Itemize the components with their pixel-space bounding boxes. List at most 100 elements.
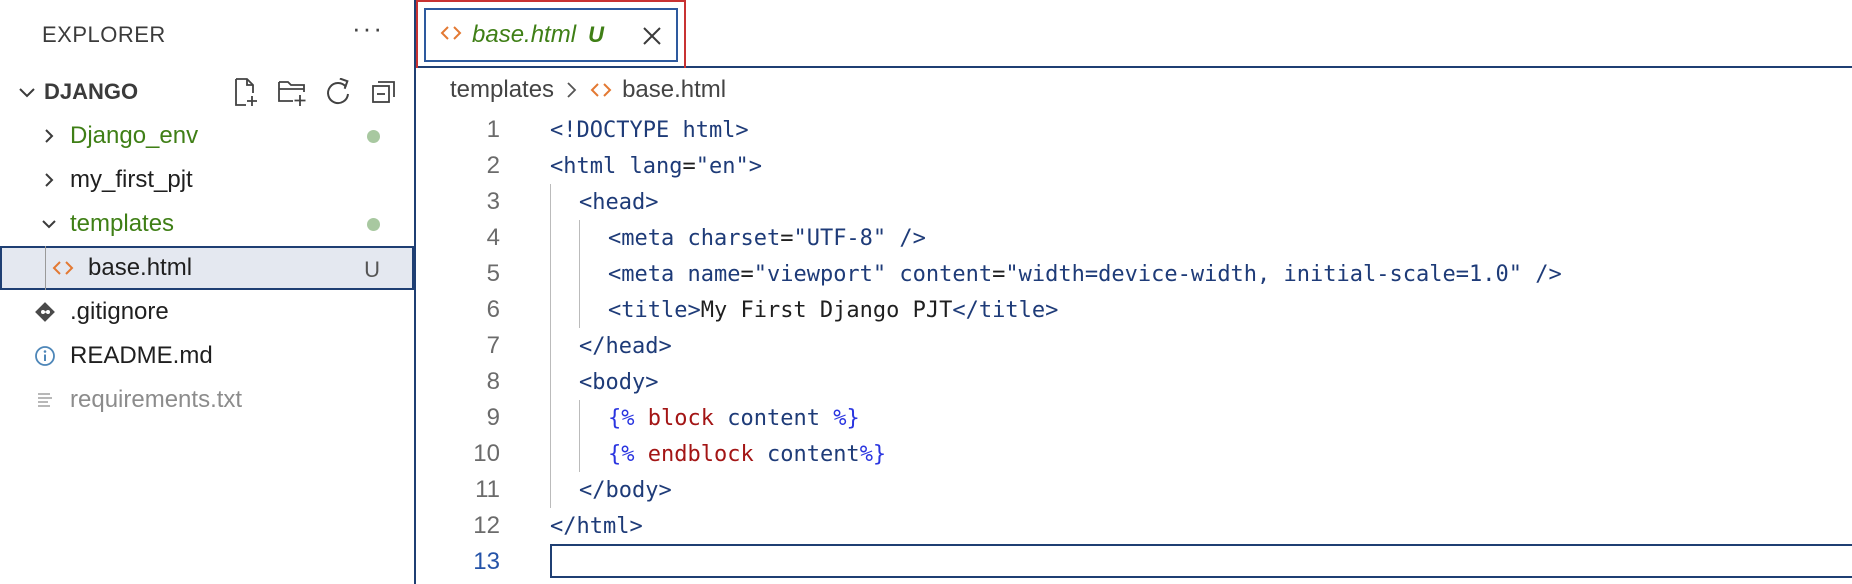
tab-bar: base.html U	[416, 0, 1852, 68]
token: <head>	[579, 189, 659, 215]
token: <meta	[608, 225, 675, 251]
current-line-highlight	[550, 544, 1852, 578]
token: %}	[859, 441, 887, 467]
close-icon[interactable]	[640, 24, 664, 48]
indent-guide	[579, 220, 580, 328]
code-line-current[interactable]: 13	[416, 544, 1852, 580]
code-line: 6 <title>My First Django PJT</title>	[416, 292, 1852, 328]
chevron-right-icon	[36, 123, 62, 149]
workspace-folder-name: DJANGO	[44, 79, 139, 104]
refresh-icon[interactable]	[322, 75, 354, 109]
tree-item-templates[interactable]: templates	[0, 202, 414, 246]
chevron-down-icon[interactable]	[12, 77, 42, 107]
token: content	[753, 441, 860, 467]
tree-item-label: my_first_pjt	[70, 166, 193, 193]
code-line: 8 <body>	[416, 364, 1852, 400]
token: My First Django PJT	[700, 297, 953, 323]
collapse-all-icon[interactable]	[368, 75, 400, 109]
token: <html	[550, 153, 617, 179]
token: <meta	[608, 261, 675, 287]
code-line: 4 <meta charset="UTF-8" />	[416, 220, 1852, 256]
tree-item-label: base.html	[88, 254, 193, 281]
chevron-right-icon	[36, 167, 62, 193]
tree-item-gitignore[interactable]: .gitignore	[0, 290, 414, 334]
tree-item-label: requirements.txt	[70, 386, 243, 413]
tree-item-label: .gitignore	[70, 298, 169, 325]
chevron-down-icon	[36, 211, 62, 237]
token: <title>	[608, 297, 701, 323]
tree-item-requirements[interactable]: requirements.txt	[0, 378, 414, 422]
token: />	[886, 225, 926, 251]
line-number: 3	[486, 188, 500, 215]
tree-item-label: Django_env	[70, 122, 199, 149]
code-line: 1 <!DOCTYPE html>	[416, 112, 1852, 148]
token: </html>	[550, 513, 643, 539]
tree-item-base-html[interactable]: base.html U	[0, 246, 414, 290]
token: </head>	[579, 333, 672, 359]
token: {%	[608, 441, 635, 467]
indent-guide	[45, 246, 46, 290]
code-line: 5 <meta name="viewport" content="width=d…	[416, 256, 1852, 292]
tree-item-my-first-pjt[interactable]: my_first_pjt	[0, 158, 414, 202]
token: </title>	[952, 297, 1059, 323]
line-number: 7	[486, 332, 500, 359]
tree-item-label: templates	[70, 210, 175, 237]
html-file-icon	[50, 255, 76, 281]
line-number: 12	[473, 512, 500, 539]
line-number: 11	[475, 476, 500, 503]
line-number: 5	[486, 260, 500, 287]
token: <!DOCTYPE html>	[550, 117, 749, 143]
token: =	[740, 261, 754, 287]
token: =	[682, 153, 696, 179]
breadcrumb: templates base.html	[416, 68, 1852, 112]
token: name	[674, 261, 741, 287]
tree-item-readme[interactable]: README.md	[0, 334, 414, 378]
token: endblock	[634, 441, 754, 467]
token: "width=device-width, initial-scale=1.0"	[1005, 261, 1522, 287]
token: %}	[819, 405, 860, 431]
token: >	[748, 153, 762, 179]
code-line: 7 </head>	[416, 328, 1852, 364]
git-modified-dot	[367, 218, 380, 231]
git-untracked-badge: U	[364, 257, 380, 282]
tab-base-html[interactable]: base.html U	[416, 0, 686, 68]
token: </body>	[579, 477, 672, 503]
token: {%	[608, 405, 635, 431]
breadcrumb-folder[interactable]: templates	[450, 76, 555, 103]
token: =	[992, 261, 1006, 287]
new-folder-icon[interactable]	[276, 75, 308, 109]
token: <body>	[579, 369, 659, 395]
new-file-icon[interactable]	[230, 75, 262, 109]
tab-inner: base.html U	[424, 8, 678, 62]
html-file-icon	[590, 81, 612, 99]
info-icon	[32, 343, 58, 369]
breadcrumb-file[interactable]: base.html	[622, 76, 727, 103]
line-number: 13	[473, 548, 500, 575]
tree-item-django-env[interactable]: Django_env	[0, 114, 414, 158]
indent-guide	[550, 184, 551, 508]
text-file-icon	[32, 387, 58, 413]
line-number: 4	[486, 224, 500, 251]
explorer-sidebar: EXPLORER ··· DJANGO Django_env	[0, 0, 416, 584]
tab-untracked-badge: U	[588, 22, 604, 47]
code-line: 3 <head>	[416, 184, 1852, 220]
token: =	[780, 225, 794, 251]
token: "viewport"	[753, 261, 887, 287]
code-editor[interactable]: 1 <!DOCTYPE html> 2 <html lang="en"> 3 <…	[416, 112, 1852, 580]
line-number: 6	[486, 296, 500, 323]
code-line: 2 <html lang="en">	[416, 148, 1852, 184]
tab-label: base.html	[472, 21, 577, 48]
token: content	[886, 261, 993, 287]
html-file-icon	[440, 24, 462, 47]
git-modified-dot	[367, 130, 380, 143]
workspace-folder-header[interactable]: DJANGO	[0, 70, 414, 114]
line-number: 10	[473, 440, 500, 467]
folder-actions	[230, 75, 400, 109]
tree-item-label: README.md	[70, 342, 213, 369]
line-number: 8	[486, 368, 500, 395]
token: />	[1521, 261, 1562, 287]
indent-guide	[579, 400, 580, 472]
explorer-title: EXPLORER	[42, 22, 166, 47]
more-actions-icon[interactable]: ···	[352, 13, 384, 43]
git-icon	[32, 299, 58, 325]
